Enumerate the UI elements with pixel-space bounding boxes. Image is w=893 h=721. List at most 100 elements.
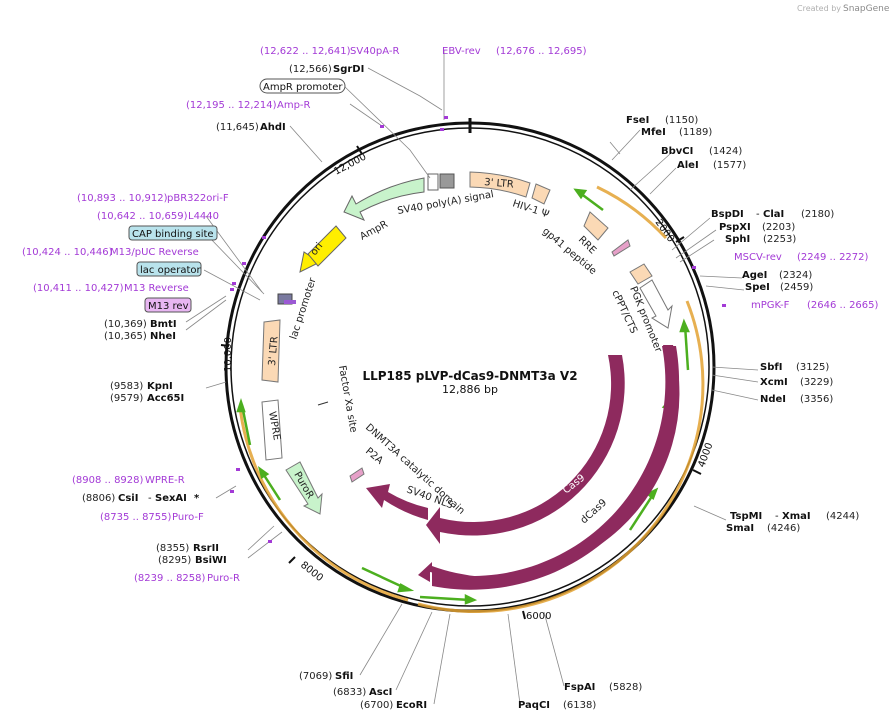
site-bbvci-coord: (1424): [709, 146, 742, 157]
plasmid-title: LLP185 pLVP-dCas9-DNMT3a V2: [362, 369, 577, 383]
site-bspdi-sep: -: [756, 209, 760, 220]
site-spei-coord: (2459): [780, 282, 813, 293]
ori-arrow-body: [307, 225, 347, 267]
site-mfei: MfeI: [641, 127, 666, 138]
ampr-promoter-label: AmpR promoter: [263, 82, 343, 93]
primer-puro-r-range: (8239 .. 8258): [134, 573, 206, 584]
site-mfei-coord: (1189): [679, 127, 712, 138]
label-wpre: WPRE: [266, 411, 282, 442]
site-smai-coord: (4246): [767, 523, 800, 534]
primer-wpre-r: WPRE-R: [145, 475, 185, 486]
site-bmti: BmtI: [150, 319, 177, 330]
site-tspmi-coord: (4244): [826, 511, 859, 522]
site-xmai: XmaI: [782, 511, 811, 522]
site-csii-coord: (8806): [82, 493, 115, 504]
primer-pbr322ori-f: pBR322ori-F: [167, 193, 229, 204]
label-p2a: P2A: [363, 446, 385, 467]
site-paqci: PaqCI: [518, 700, 550, 711]
site-sbfi-coord: (3125): [796, 362, 829, 373]
primer-m13-puc-rev-range: (10,424 .. 10,446): [22, 247, 113, 258]
hiv-psi-box: [531, 183, 551, 205]
site-bsiwi: BsiWI: [195, 555, 227, 566]
wpre-box: [261, 399, 283, 461]
ampr-promoter-box: [259, 78, 346, 94]
primer-amp-r-range: (12,195 .. 12,214): [186, 100, 277, 111]
watermark-brand: SnapGene: [843, 4, 890, 14]
primer-m13-reverse-range: (10,411 .. 10,427): [33, 283, 124, 294]
m13-rev-label: M13 rev: [148, 301, 189, 312]
site-alei: AleI: [677, 160, 699, 171]
site-sexai-star: *: [194, 493, 200, 504]
tick-4000: 4000: [696, 441, 715, 469]
factor-block: [366, 484, 428, 520]
ltr5-box: [469, 171, 531, 198]
primer-sv40pa-r-range: (12,622 .. 12,641): [260, 46, 351, 57]
label-lac-promoter: lac promoter: [288, 276, 319, 341]
site-acc65i: Acc65I: [147, 393, 184, 404]
site-bmti-coord: (10,369): [104, 319, 147, 330]
primer-pbr322ori-f-range: (10,893 .. 10,912): [77, 193, 168, 204]
label-ltr5: 3' LTR: [484, 177, 514, 191]
watermark-created-by: Created by: [797, 4, 841, 13]
orange-arcs: [238, 185, 705, 613]
site-kpni-coord: (9583): [110, 381, 143, 392]
site-nhei-coord: (10,365): [104, 331, 147, 342]
primer-puro-r: Puro-R: [207, 573, 240, 584]
site-rsrii: RsrII: [193, 543, 219, 554]
primer-puro-f-range: (8735 .. 8755): [100, 512, 172, 523]
primer-mpgk-f-range: (2646 .. 2665): [807, 300, 879, 311]
primer-amp-r: Amp-R: [277, 100, 311, 111]
ltr3-box: [261, 319, 281, 383]
site-xcmi: XcmI: [760, 377, 788, 388]
dcas9-arc-fill: [432, 346, 680, 590]
site-agei: AgeI: [742, 270, 767, 281]
sv40-polya-box: [427, 173, 439, 191]
sv40-polya-gray: [439, 173, 455, 189]
site-asci: AscI: [369, 687, 392, 698]
plasmid-length: 12,886 bp: [442, 383, 498, 396]
leader-lines: [185, 50, 759, 705]
tick-10000: 10,000: [223, 337, 234, 372]
site-sfii-coord: (7069): [299, 671, 332, 682]
site-sexai: SexAI: [155, 493, 187, 504]
site-nhei: NheI: [150, 331, 176, 342]
site-bspdi-coord: (2180): [801, 209, 834, 220]
site-ahdi: AhdI: [260, 122, 286, 133]
scale-ticks: [220, 145, 702, 620]
factor-xa-mark: [317, 401, 329, 406]
site-csii-sep: -: [148, 493, 152, 504]
site-fsei-coord: (1150): [665, 115, 698, 126]
label-dcas9: dCas9: [579, 497, 609, 526]
site-acc65i-coord: (9579): [110, 393, 143, 404]
site-fspai: FspAI: [564, 682, 595, 693]
site-ecori-coord: (6700): [360, 700, 393, 711]
site-clai: ClaI: [763, 209, 784, 220]
lac-operator-box: [136, 261, 202, 277]
primer-sv40pa-r: SV40pA-R: [350, 46, 399, 57]
ampr-arrow: [343, 177, 425, 221]
primer-ebv-rev: EBV-rev: [442, 46, 481, 57]
primer-marks: [230, 116, 726, 543]
primer-puro-f: Puro-F: [172, 512, 204, 523]
site-fsei: FseI: [626, 115, 649, 126]
site-tspmi-sep: -: [775, 511, 779, 522]
cap-binding-label: CAP binding site: [132, 229, 214, 240]
cap-binding-box: [128, 225, 218, 241]
label-factor-xa: Factor Xa site: [336, 365, 359, 434]
site-ndei: NdeI: [760, 394, 786, 405]
cas9-arc: [426, 355, 625, 544]
site-ecori: EcoRI: [396, 700, 427, 711]
site-pspxi-coord: (2203): [762, 222, 795, 233]
cap-site-mark: [284, 300, 296, 304]
site-csii: CsiI: [118, 493, 138, 504]
site-sgrdi: SgrDI: [333, 64, 364, 75]
site-rsrii-coord: (8355): [156, 543, 189, 554]
site-fspai-coord: (5828): [609, 682, 642, 693]
primer-ebv-rev-range: (12,676 .. 12,695): [496, 46, 587, 57]
primer-m13-puc-rev: M13/pUC Reverse: [110, 247, 199, 258]
rre-box: [583, 211, 609, 241]
site-ndei-coord: (3356): [800, 394, 833, 405]
p2a-mark: [349, 467, 365, 483]
site-sphi: SphI: [725, 234, 750, 245]
site-ahdi-coord: (11,645): [216, 122, 259, 133]
